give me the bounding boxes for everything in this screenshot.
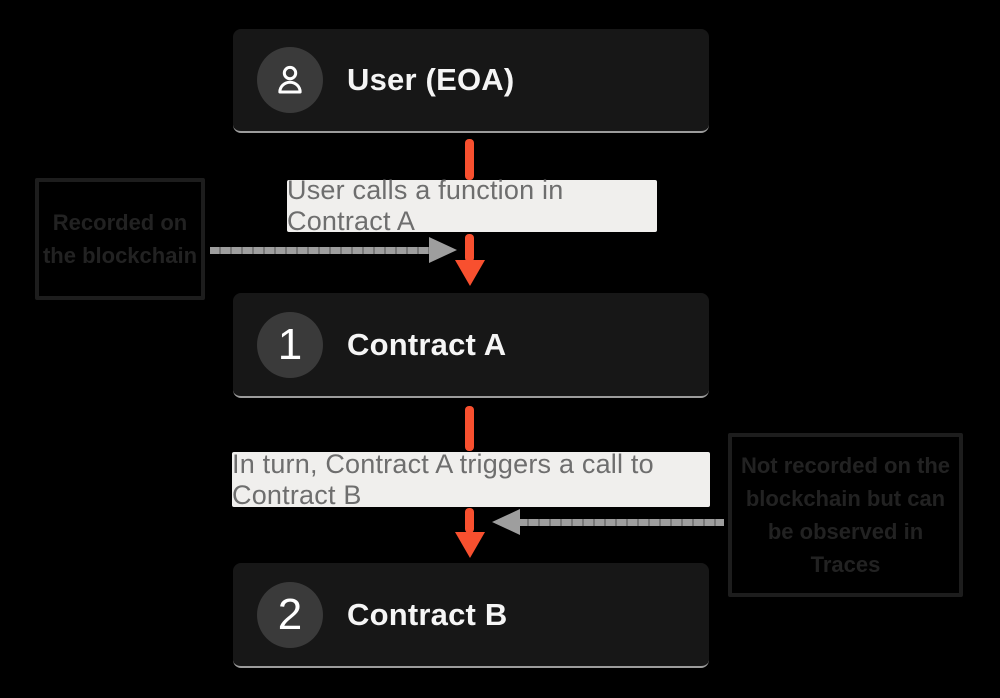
gray-arrow-right-head-icon (429, 237, 457, 263)
callout-not-recorded-text: Not recorded on the blockchain but can b… (740, 453, 950, 577)
arrow-user-to-a-head-icon (455, 260, 485, 286)
edge-label-a-triggers-b: In turn, Contract A triggers a call to C… (232, 449, 710, 510)
callout-not-recorded-traces: Not recorded on the blockchain but can b… (728, 433, 963, 597)
edge-label-a-triggers-b-text: In turn, Contract A triggers a call to C… (232, 448, 654, 510)
node-contract-b: 2 Contract B (233, 563, 709, 668)
badge-1-number: 1 (277, 319, 303, 369)
arrow-user-to-a-shaft-bottom (465, 234, 474, 262)
gray-arrow-right-shaft (518, 519, 724, 526)
badge-2-number: 2 (277, 589, 303, 639)
badge-step-1: 1 (257, 311, 323, 378)
node-user-eoa: User (EOA) (233, 29, 709, 133)
arrow-a-to-b-shaft-top (465, 406, 474, 451)
user-icon (257, 47, 323, 113)
node-title-contract-b: Contract B (347, 596, 508, 632)
node-title-contract-a: Contract A (347, 326, 507, 362)
arrow-a-to-b-shaft-bottom (465, 508, 474, 533)
callout-recorded-text: Recorded on the blockchain (42, 210, 198, 268)
arrow-user-to-a-shaft-top (465, 139, 474, 180)
gray-arrow-left-head-icon (492, 509, 520, 535)
edge-label-user-calls: User calls a function in Contract A (287, 175, 657, 236)
arrow-a-to-b-head-icon (455, 532, 485, 558)
node-title-user: User (EOA) (347, 62, 515, 97)
node-contract-a: 1 Contract A (233, 293, 709, 398)
gray-arrow-left-shaft (210, 247, 430, 254)
callout-recorded-on-chain: Recorded on the blockchain (35, 178, 205, 300)
edge-label-user-calls-text: User calls a function in Contract A (287, 175, 564, 236)
badge-step-2: 2 (257, 581, 323, 648)
